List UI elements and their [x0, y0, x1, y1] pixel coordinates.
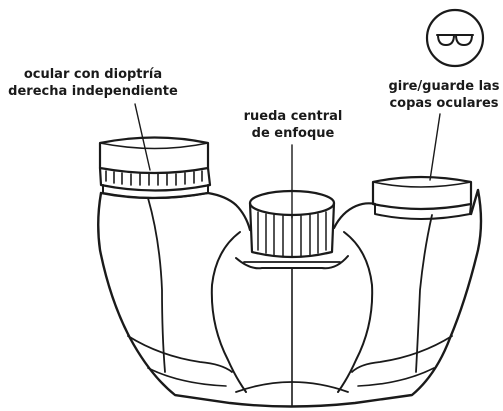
diopter-eyepiece-label: ocular con dioptría derecha independient…: [2, 66, 184, 100]
diopter-label-line-2: derecha independiente: [8, 84, 178, 99]
eyecups-label-line-2: copas oculares: [389, 96, 499, 111]
diopter-label-line-1: ocular con dioptría: [23, 67, 163, 82]
diopter-eyepiece: [98, 136, 212, 199]
eyecups-label: gire/guarde las copas oculares: [383, 78, 503, 112]
focus-label-line-1: rueda central: [243, 109, 343, 124]
eyecup-eyepiece: [371, 175, 473, 220]
eyeglasses-icon: [425, 8, 485, 68]
focus-wheel: [243, 189, 341, 263]
eyecups-label-line-1: gire/guarde las: [388, 79, 500, 94]
eyecup-leader-line: [429, 113, 441, 181]
binocular-body: [97, 188, 483, 408]
focus-wheel-label: rueda central de enfoque: [233, 108, 353, 142]
focus-label-line-2: de enfoque: [251, 126, 335, 141]
